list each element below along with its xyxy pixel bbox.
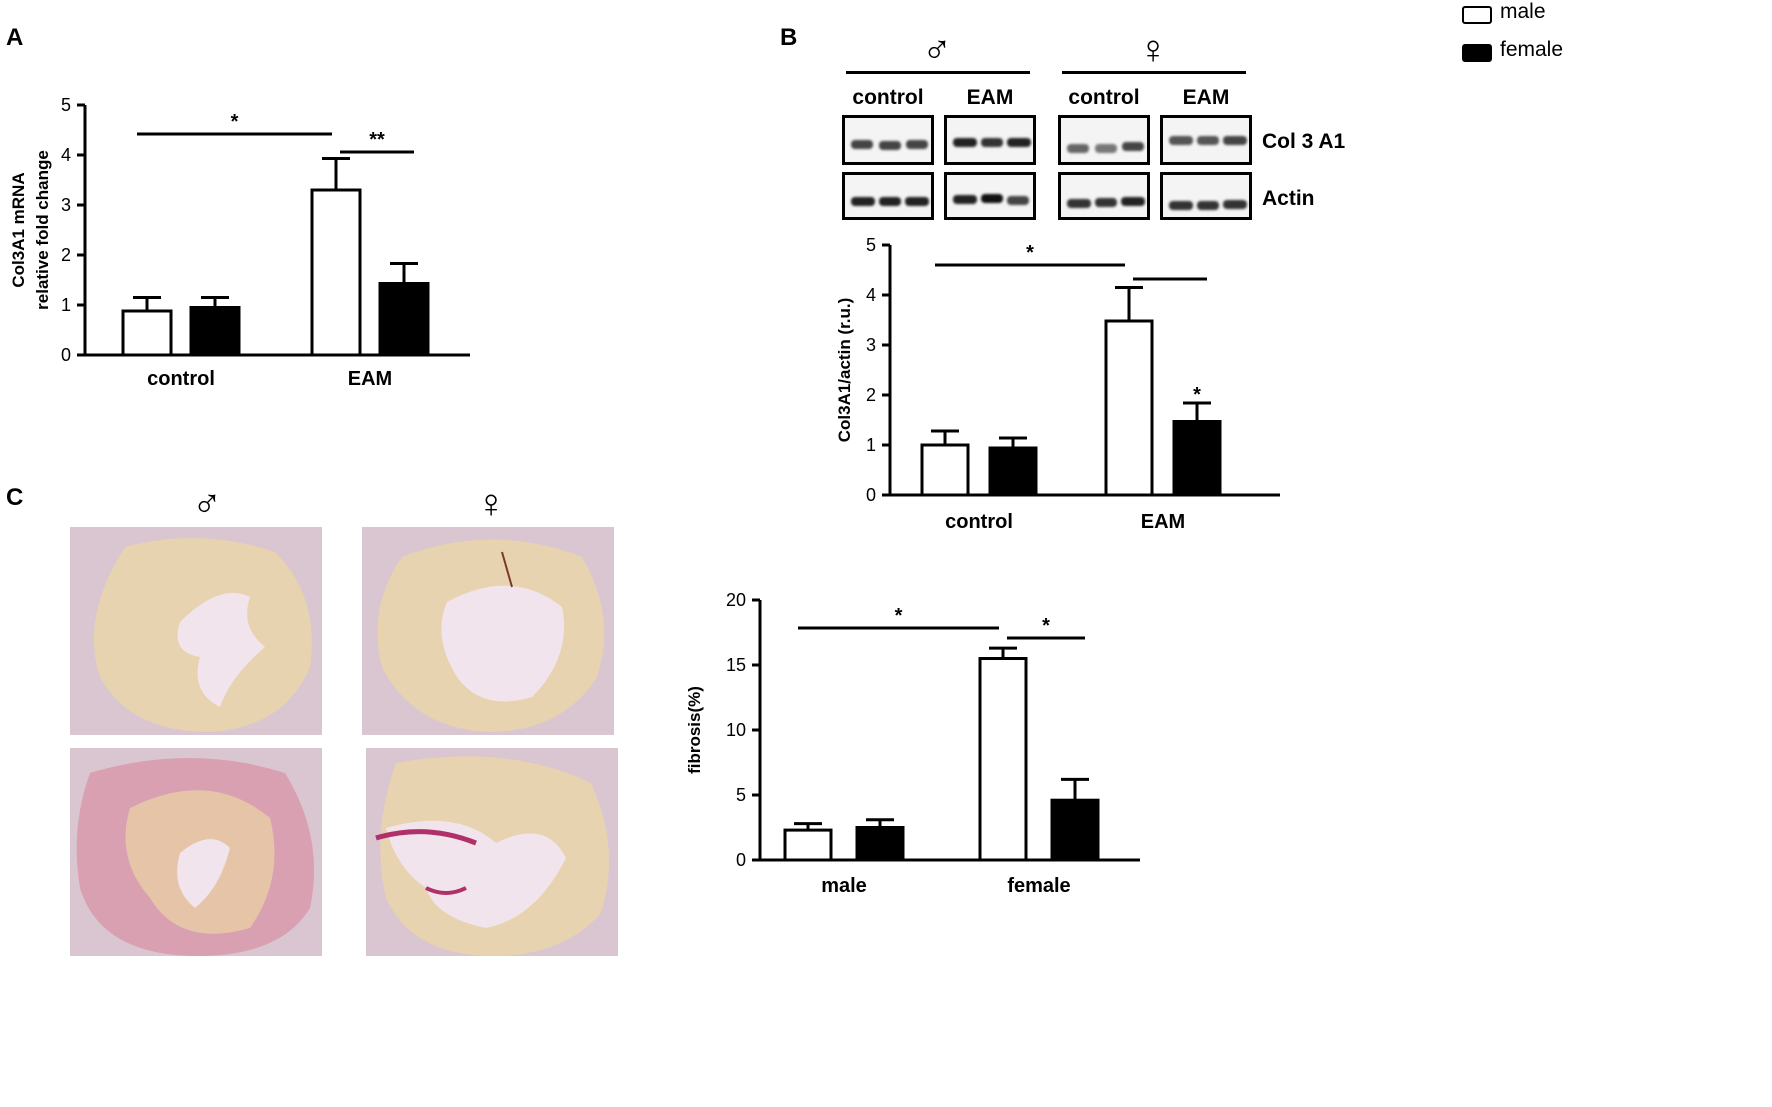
bar — [1104, 319, 1154, 497]
y-tick-label: 1 — [61, 295, 71, 315]
x-tick-label: EAM — [1141, 511, 1185, 533]
legend-swatch-male — [1462, 6, 1492, 24]
y-tick-label: 0 — [61, 345, 71, 365]
panel-letter-a: A — [6, 24, 24, 51]
blot-panel-actin — [944, 172, 1036, 220]
significance-label: * — [231, 111, 239, 133]
y-tick-label: 4 — [866, 285, 876, 305]
bar — [378, 282, 430, 357]
blot-panel-col3a1 — [842, 115, 934, 165]
bar — [920, 443, 970, 497]
significance-label: ** — [369, 129, 385, 151]
y-tick-label: 0 — [736, 850, 746, 870]
micrograph-male-eam — [70, 748, 322, 956]
bar-annotation: * — [1193, 384, 1201, 406]
blot-lane-label: EAM — [1182, 86, 1230, 109]
y-tick-label: 3 — [61, 195, 71, 215]
blot-male-symbol: ♂ — [922, 28, 952, 72]
bar — [310, 188, 362, 357]
y-tick-label: 15 — [726, 655, 746, 675]
panel-letter-b: B — [780, 24, 798, 51]
blot-panel-col3a1 — [944, 115, 1036, 165]
legend-label-female: female — [1500, 38, 1564, 61]
x-tick-label: male — [821, 875, 867, 897]
bar — [783, 828, 833, 862]
bar — [189, 306, 241, 357]
legend-swatch-female — [1462, 44, 1492, 62]
panel-letter-c: C — [6, 484, 24, 511]
micrograph-female-control — [362, 527, 614, 735]
y-tick-label: 10 — [726, 720, 746, 740]
blot-male-bracket — [846, 71, 1030, 74]
bar — [1050, 798, 1100, 862]
blot-lane-label: control — [1068, 86, 1140, 109]
bar — [855, 826, 905, 862]
significance-label: * — [1026, 242, 1034, 264]
blot-row-label-col3a1: Col 3 A1 — [1262, 130, 1346, 153]
y-tick-label: 5 — [61, 95, 71, 115]
y-tick-label: 5 — [736, 785, 746, 805]
blot-panel-col3a1 — [1160, 115, 1252, 165]
y-tick-label: 2 — [866, 385, 876, 405]
y-axis-label: Col3A1 mRNA — [9, 172, 28, 287]
y-tick-label: 1 — [866, 435, 876, 455]
blot-panel-actin — [1160, 172, 1252, 220]
blot-row-label-actin: Actin — [1262, 187, 1315, 210]
y-tick-label: 5 — [866, 235, 876, 255]
bar — [121, 309, 173, 357]
x-tick-label: control — [945, 511, 1013, 533]
blot-panel-actin — [1058, 172, 1150, 220]
blot-panel-actin — [842, 172, 934, 220]
x-tick-label: EAM — [348, 368, 392, 390]
x-tick-label: control — [147, 368, 215, 390]
significance-label: * — [895, 605, 903, 627]
bar — [988, 446, 1038, 497]
bar — [1172, 420, 1222, 497]
y-tick-label: 0 — [866, 485, 876, 505]
histology-female-symbol: ♀ — [476, 482, 506, 526]
blot-panel-col3a1 — [1058, 115, 1150, 165]
histology-male-symbol: ♂ — [192, 482, 222, 526]
y-axis-label: relative fold change — [33, 150, 52, 310]
y-axis-label: fibrosis(%) — [685, 686, 704, 774]
blot-female-symbol: ♀ — [1138, 28, 1168, 72]
significance-label: * — [1042, 615, 1050, 637]
legend-label-male: male — [1500, 0, 1546, 23]
blot-female-bracket — [1062, 71, 1246, 74]
blot-lane-label: control — [852, 86, 924, 109]
y-tick-label: 20 — [726, 590, 746, 610]
blot-lane-label: EAM — [966, 86, 1014, 109]
chart-c: 0 5 10 15 20 fibrosis(%) male female * * — [685, 590, 1140, 897]
micrograph-female-eam — [366, 748, 618, 956]
micrograph-male-control — [70, 527, 322, 735]
y-tick-label: 4 — [61, 145, 71, 165]
y-tick-label: 3 — [866, 335, 876, 355]
y-tick-label: 2 — [61, 245, 71, 265]
x-tick-label: female — [1007, 875, 1070, 897]
y-axis-label: Col3A1/actin (r.u.) — [835, 298, 854, 443]
bar — [978, 657, 1028, 862]
